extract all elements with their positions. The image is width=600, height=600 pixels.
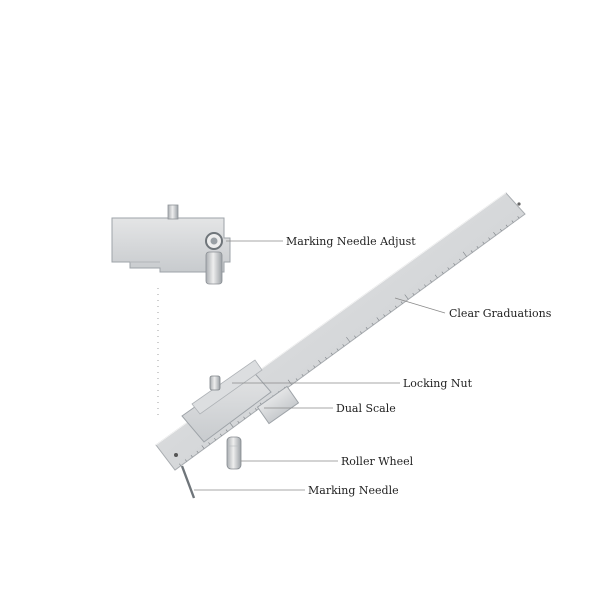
label-locking-nut: Locking Nut bbox=[403, 377, 473, 390]
graduation-tick bbox=[179, 463, 182, 466]
locking-nut bbox=[209, 375, 221, 391]
graduation-tick bbox=[354, 335, 357, 338]
graduation-tick bbox=[459, 258, 462, 262]
slider-body bbox=[181, 359, 300, 443]
graduation-tick bbox=[219, 433, 222, 437]
graduation-tick bbox=[371, 322, 374, 326]
graduation-tick bbox=[404, 294, 409, 300]
graduation-tick bbox=[214, 437, 217, 441]
graduation-tick bbox=[318, 359, 322, 364]
graduation-tick bbox=[429, 280, 432, 283]
graduation-tick bbox=[488, 237, 491, 240]
graduation-tick bbox=[441, 271, 444, 274]
graduation-tick bbox=[184, 459, 187, 462]
label-dual-scale: Dual Scale bbox=[336, 402, 396, 415]
graduation-tick bbox=[287, 379, 292, 385]
graduation-tick bbox=[447, 267, 450, 270]
graduation-tick bbox=[237, 420, 240, 424]
graduation-tick bbox=[400, 301, 403, 304]
graduation-tick bbox=[418, 288, 421, 291]
graduation-tick bbox=[295, 378, 298, 381]
graduation-tick bbox=[307, 369, 310, 373]
graduation-tick bbox=[330, 352, 333, 355]
label-clear-graduations: Clear Graduations bbox=[449, 307, 552, 320]
graduation-tick bbox=[482, 241, 485, 245]
graduation-tick bbox=[243, 416, 246, 419]
graduation-tick bbox=[249, 412, 252, 415]
graduation-tick bbox=[394, 305, 397, 309]
graduation-tick bbox=[470, 250, 473, 253]
graduation-tick bbox=[208, 442, 211, 445]
graduation-tick bbox=[389, 309, 392, 313]
graduation-tick bbox=[336, 348, 339, 351]
graduation-tick bbox=[342, 344, 345, 347]
graduation-ticks bbox=[179, 216, 520, 466]
graduation-tick bbox=[493, 231, 497, 236]
marking-needle bbox=[180, 465, 196, 499]
label-marking-needle-adjust: Marking Needle Adjust bbox=[286, 235, 416, 248]
graduation-tick bbox=[424, 284, 427, 287]
graduation-tick bbox=[462, 251, 467, 257]
needle-adjust-inset bbox=[111, 204, 231, 285]
graduation-tick bbox=[201, 445, 205, 449]
graduation-tick bbox=[324, 356, 327, 360]
graduation-tick bbox=[229, 422, 234, 428]
graduation-tick bbox=[365, 327, 368, 330]
graduation-tick bbox=[346, 337, 351, 343]
graduation-tick bbox=[476, 245, 479, 249]
graduation-tick bbox=[517, 216, 520, 219]
graduation-tick bbox=[301, 373, 304, 377]
leader-lines bbox=[194, 240, 446, 491]
graduation-tick bbox=[453, 263, 456, 266]
graduation-tick bbox=[499, 228, 502, 232]
label-roller-wheel: Roller Wheel bbox=[341, 455, 414, 468]
graduation-tick bbox=[254, 408, 257, 411]
graduation-tick bbox=[359, 331, 362, 334]
graduation-tick bbox=[434, 274, 438, 279]
graduation-tick bbox=[196, 450, 199, 454]
graduation-tick bbox=[505, 224, 508, 227]
graduation-tick bbox=[313, 365, 316, 368]
roller-wheel bbox=[226, 436, 242, 470]
graduation-tick bbox=[225, 429, 228, 432]
graduation-tick bbox=[376, 317, 380, 321]
graduation-tick bbox=[511, 220, 514, 223]
graduation-tick bbox=[383, 314, 386, 317]
graduation-tick bbox=[412, 292, 415, 296]
label-marking-needle: Marking Needle bbox=[308, 484, 399, 497]
graduation-tick bbox=[190, 455, 193, 458]
